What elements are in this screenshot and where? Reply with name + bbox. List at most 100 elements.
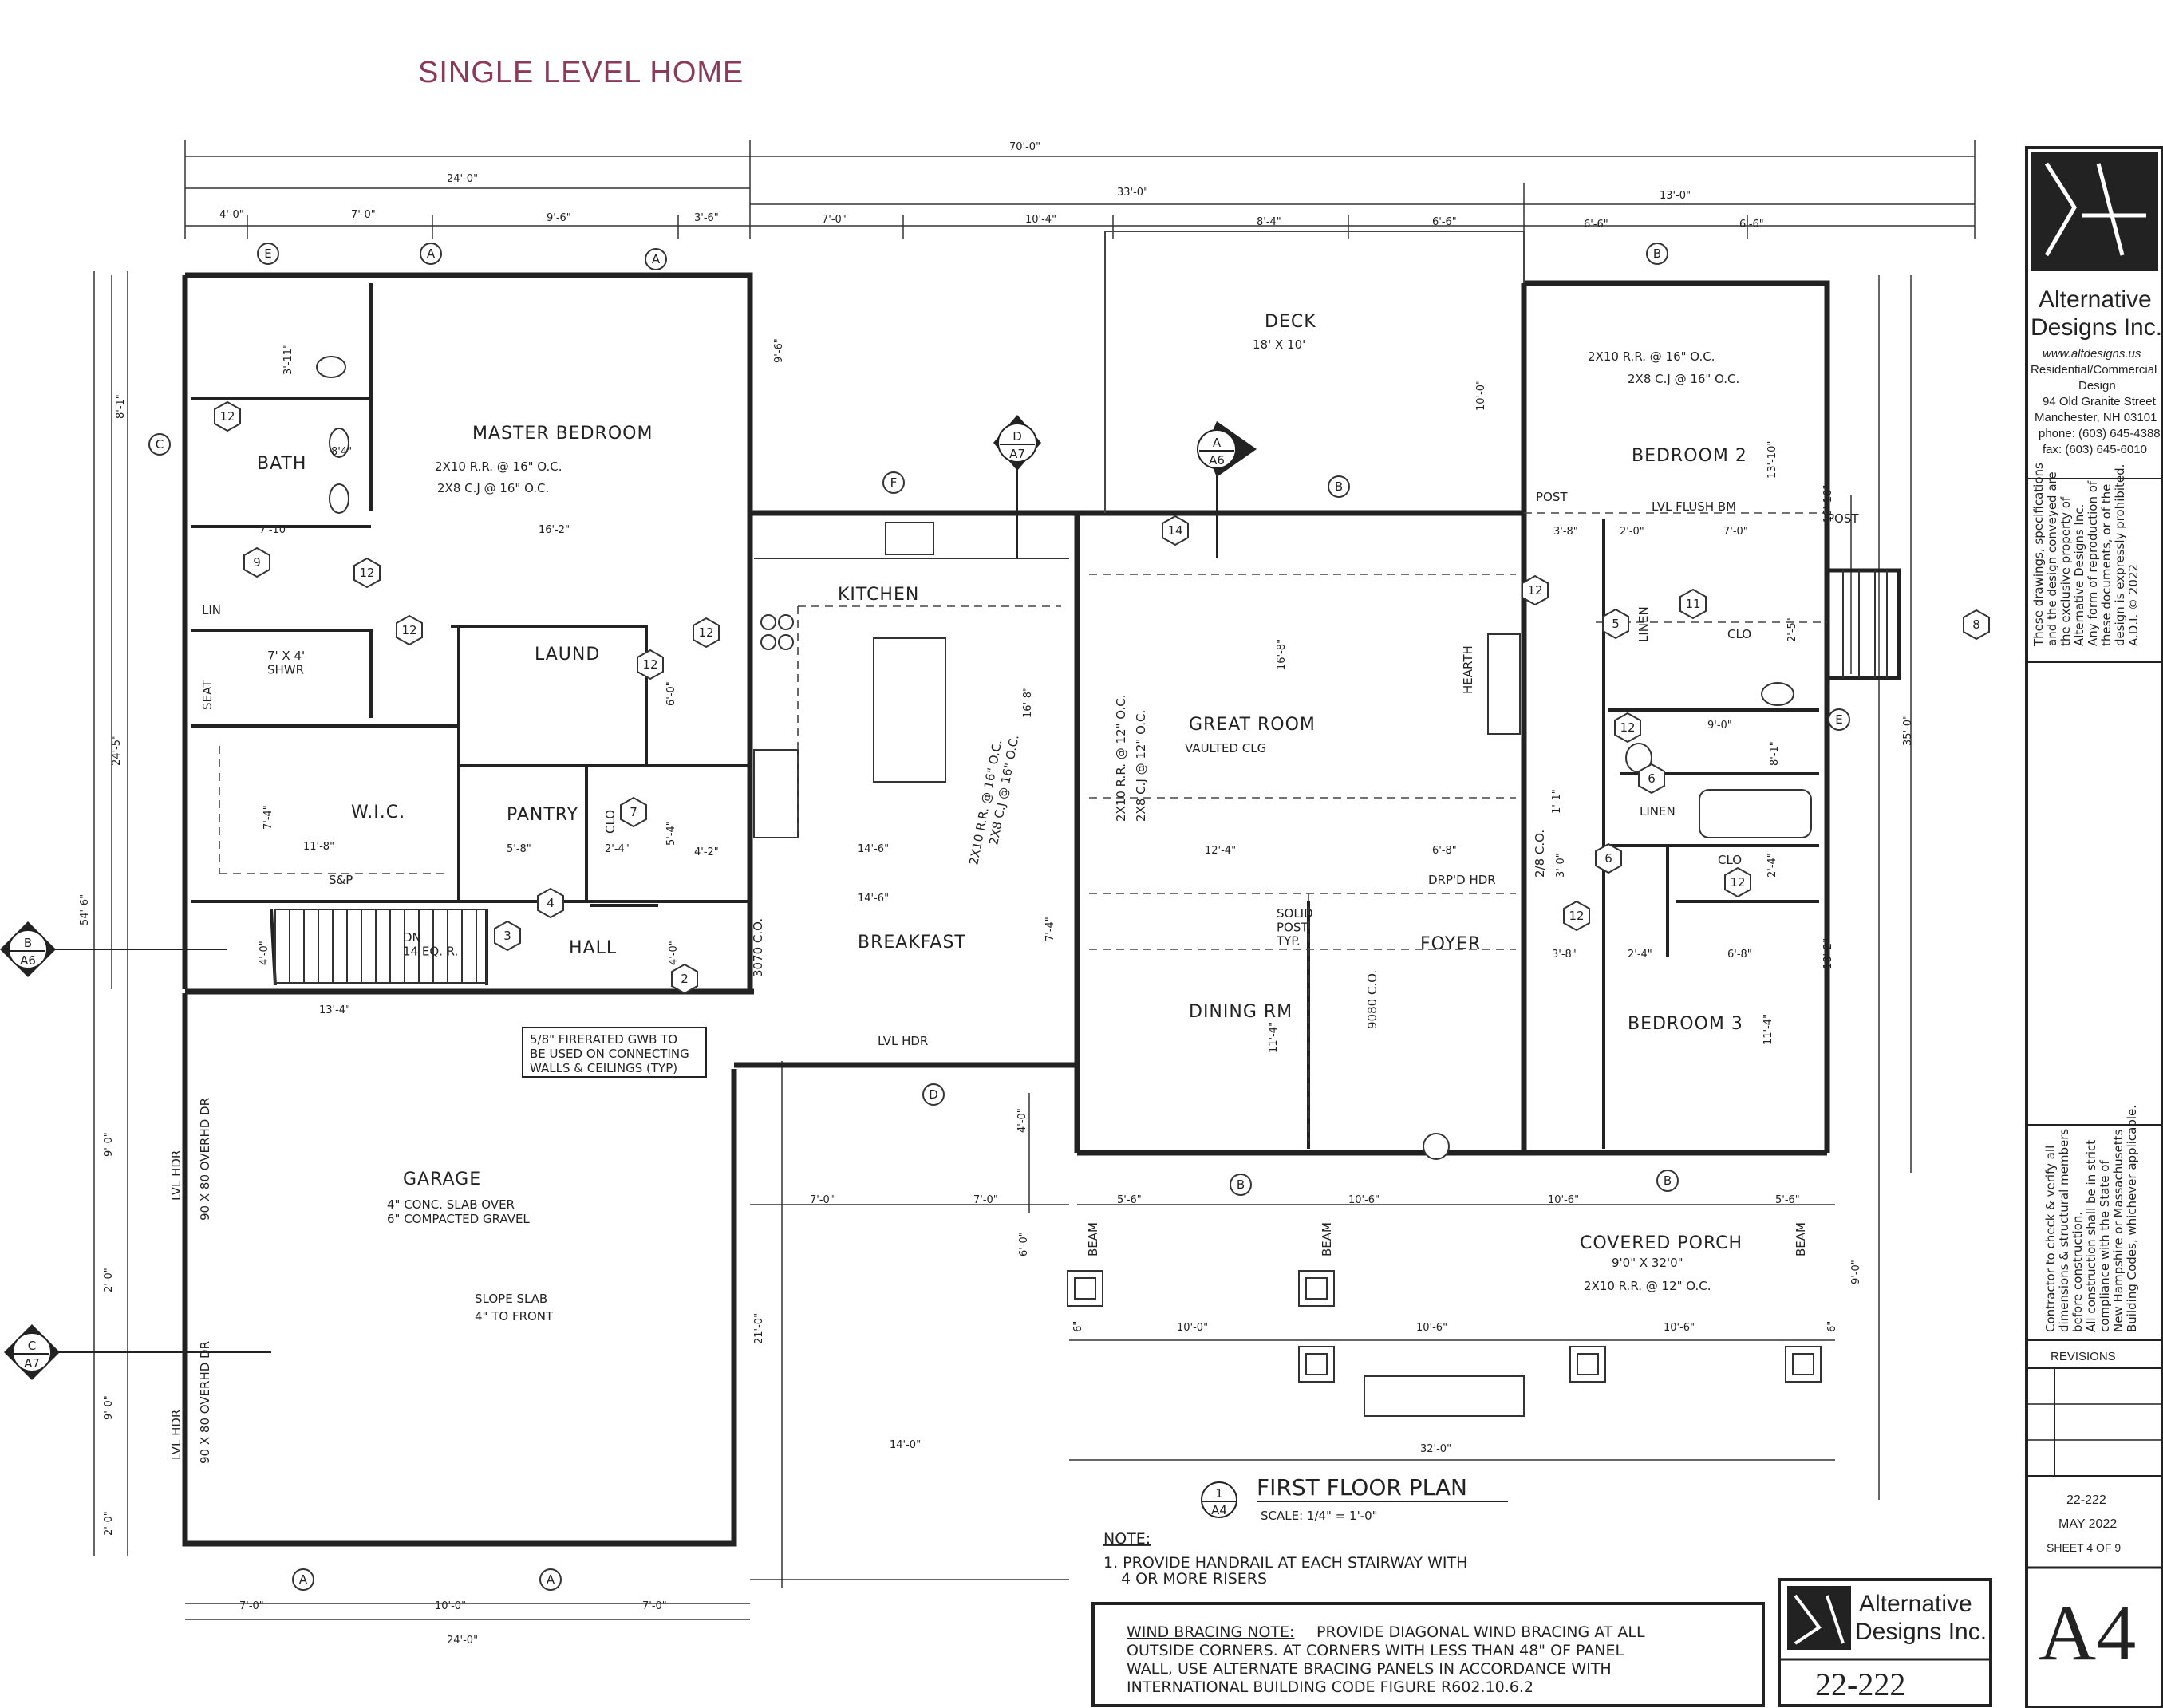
wind-bracing-note: WIND BRACING NOTE: PROVIDE DIAGONAL WIND… — [1091, 1602, 1765, 1707]
svg-text:Designs Inc.: Designs Inc. — [1855, 1619, 1987, 1645]
svg-text:Contractor to check & verify a: Contractor to check & verify all — [2043, 1146, 2058, 1332]
svg-text:All construction shall be in s: All construction shall be in strict — [2084, 1140, 2098, 1332]
svg-text:D: D — [929, 1087, 938, 1102]
dim-garage-b: 2'-0" — [103, 1268, 115, 1292]
plan-title: FIRST FLOOR PLAN — [1257, 1474, 1467, 1501]
dim-wic-h: 7'-4" — [262, 805, 274, 830]
door-3070: 3070 C.O. — [751, 918, 765, 977]
bath-fixtures — [316, 356, 1812, 838]
lin-label: LIN — [202, 603, 221, 617]
section-marker-b-left: B A6 — [0, 921, 227, 977]
svg-text:A6: A6 — [20, 953, 36, 968]
dim-top-mid: 33'-0" — [1117, 187, 1148, 199]
svg-text:A7: A7 — [1009, 447, 1025, 461]
dim-seg: 7'-0" — [822, 214, 847, 226]
dim-bottom-total: 24'-0" — [447, 1635, 478, 1647]
dim-pantry-w: 5'-8" — [507, 843, 531, 855]
dim-left-depth: 54'-6" — [79, 894, 91, 925]
svg-text:12: 12 — [359, 566, 374, 580]
shelf-label: S&P — [329, 873, 353, 887]
section-marker-d: D A7 — [993, 415, 1041, 558]
dim-seg: 6'-6" — [1739, 219, 1764, 231]
svg-text:12: 12 — [219, 409, 235, 424]
hall-label: HALL — [569, 938, 617, 958]
svg-text:fax: (603) 645-6010: fax: (603) 645-6010 — [2043, 443, 2147, 456]
svg-text:www.altdesigns.us: www.altdesigns.us — [2043, 347, 2141, 361]
dim-clo3: 2'-4" — [1766, 853, 1778, 878]
svg-text:12: 12 — [1730, 875, 1745, 890]
svg-text:2: 2 — [681, 972, 689, 986]
svg-text:B: B — [1335, 479, 1343, 494]
svg-text:12: 12 — [642, 657, 657, 672]
dim-hall-w: 4'-2" — [694, 846, 719, 858]
pantry-label: PANTRY — [507, 805, 578, 825]
svg-text:11: 11 — [1685, 597, 1700, 611]
garage-lvl-hdr-2: LVL HDR — [169, 1410, 184, 1460]
dim-great-room-h: 16'-8" — [1276, 639, 1288, 670]
firerated-note-line: WALLS & CEILINGS (TYP) — [530, 1061, 677, 1075]
dim-right-bed3: 18'-2" — [1822, 938, 1834, 969]
dim-porch-top: 5'-6" — [1117, 1194, 1142, 1206]
dim-clo2: 2'-5" — [1786, 617, 1798, 642]
svg-text:WALL, USE ALTERNATE BRACING PA: WALL, USE ALTERNATE BRACING PANELS IN AC… — [1127, 1660, 1612, 1678]
door-28: 2/8 C.O. — [1533, 830, 1547, 878]
garage-lvl-hdr-1: LVL HDR — [169, 1150, 184, 1201]
svg-text:A4: A4 — [2039, 1588, 2136, 1677]
svg-text:14: 14 — [1167, 523, 1182, 538]
svg-text:PROVIDE DIAGONAL WIND BRACING: PROVIDE DIAGONAL WIND BRACING AT ALL — [1316, 1623, 1645, 1641]
dim-breakfast-a: 4'-0" — [1016, 1108, 1028, 1133]
garage-gravel-note: 6" COMPACTED GRAVEL — [387, 1212, 530, 1226]
dim-porch-seg: 10'-6" — [1664, 1322, 1695, 1334]
svg-text:1: 1 — [1215, 1486, 1223, 1501]
svg-text:compliance with the State of: compliance with the State of — [2098, 1160, 2112, 1332]
post-label: POST — [1827, 511, 1859, 526]
beam-label: BEAM — [1086, 1222, 1100, 1256]
dim-hall3-a: 1'-1" — [1551, 789, 1563, 814]
svg-text:these documents, or of the: these documents, or of the — [2099, 484, 2114, 646]
linen3-label: LINEN — [1640, 804, 1676, 818]
wall-tag-text: E A A B C F B D B B E A A — [156, 247, 1843, 1587]
svg-text:22-222: 22-222 — [2066, 1493, 2106, 1507]
foyer-label: FOYER — [1420, 934, 1481, 954]
kitchen-fixtures — [753, 522, 1069, 838]
dim-between: 7'-0" — [810, 1194, 835, 1206]
dim-seg: 3'-6" — [694, 212, 719, 224]
svg-text:phone: (603) 645-4388: phone: (603) 645-4388 — [2039, 427, 2161, 440]
dim-seg: 6'-6" — [1584, 219, 1608, 231]
svg-text:WIND BRACING NOTE:: WIND BRACING NOTE: — [1127, 1623, 1294, 1641]
door-9080: 9080 C.O. — [1365, 970, 1380, 1029]
dim-porch-top: 10'-6" — [1548, 1194, 1579, 1206]
dim-laund-h: 6'-0" — [665, 681, 677, 706]
lvl-flush-label: LVL FLUSH BM — [1652, 499, 1736, 514]
dim-bath-84: 8'4" — [331, 446, 352, 458]
bottom-logo-box: Alternative Designs Inc. 22-222 — [1778, 1578, 1992, 1707]
plan-scale: SCALE: 1/4" = 1'-0" — [1261, 1509, 1378, 1523]
svg-text:6: 6 — [1604, 851, 1612, 866]
slope-slab-note: SLOPE SLAB — [475, 1292, 547, 1306]
svg-text:12: 12 — [1527, 583, 1542, 598]
dimension-lines — [93, 140, 1976, 1620]
svg-text:Any form of reproduction of: Any form of reproduction of — [2086, 480, 2100, 646]
svg-text:MAY 2022: MAY 2022 — [2058, 1517, 2117, 1531]
dim-bed2-seg: 7'-0" — [1723, 526, 1748, 538]
svg-text:A: A — [427, 247, 436, 261]
svg-text:A7: A7 — [24, 1356, 40, 1371]
svg-text:8: 8 — [1972, 617, 1980, 632]
overhead-door-1: 90 X 80 OVERHD DR — [198, 1098, 212, 1221]
svg-text:These drawings, specifications: These drawings, specifications — [2031, 463, 2046, 647]
dim-bed3-seg: 6'-8" — [1727, 949, 1752, 961]
svg-text:Alternative: Alternative — [1859, 1591, 1972, 1617]
dim-overall: 70'-0" — [1009, 141, 1040, 153]
deck-label: DECK — [1265, 312, 1316, 332]
dim-right-bed2: 13'-10" — [1766, 441, 1778, 479]
gr-rr-note: 2X10 R.R. @ 12" O.C. — [1114, 695, 1128, 822]
dim-right-porch: 9'-0" — [1850, 1260, 1862, 1284]
svg-text:5: 5 — [1612, 617, 1620, 631]
svg-text:4: 4 — [547, 896, 555, 910]
dim-wic-w: 11'-8" — [303, 841, 334, 853]
dim-kitchen-depth: 16'-8" — [1022, 687, 1034, 718]
deck-outline — [1104, 231, 1525, 513]
dim-deck-depth: 10'-0" — [1475, 380, 1487, 411]
